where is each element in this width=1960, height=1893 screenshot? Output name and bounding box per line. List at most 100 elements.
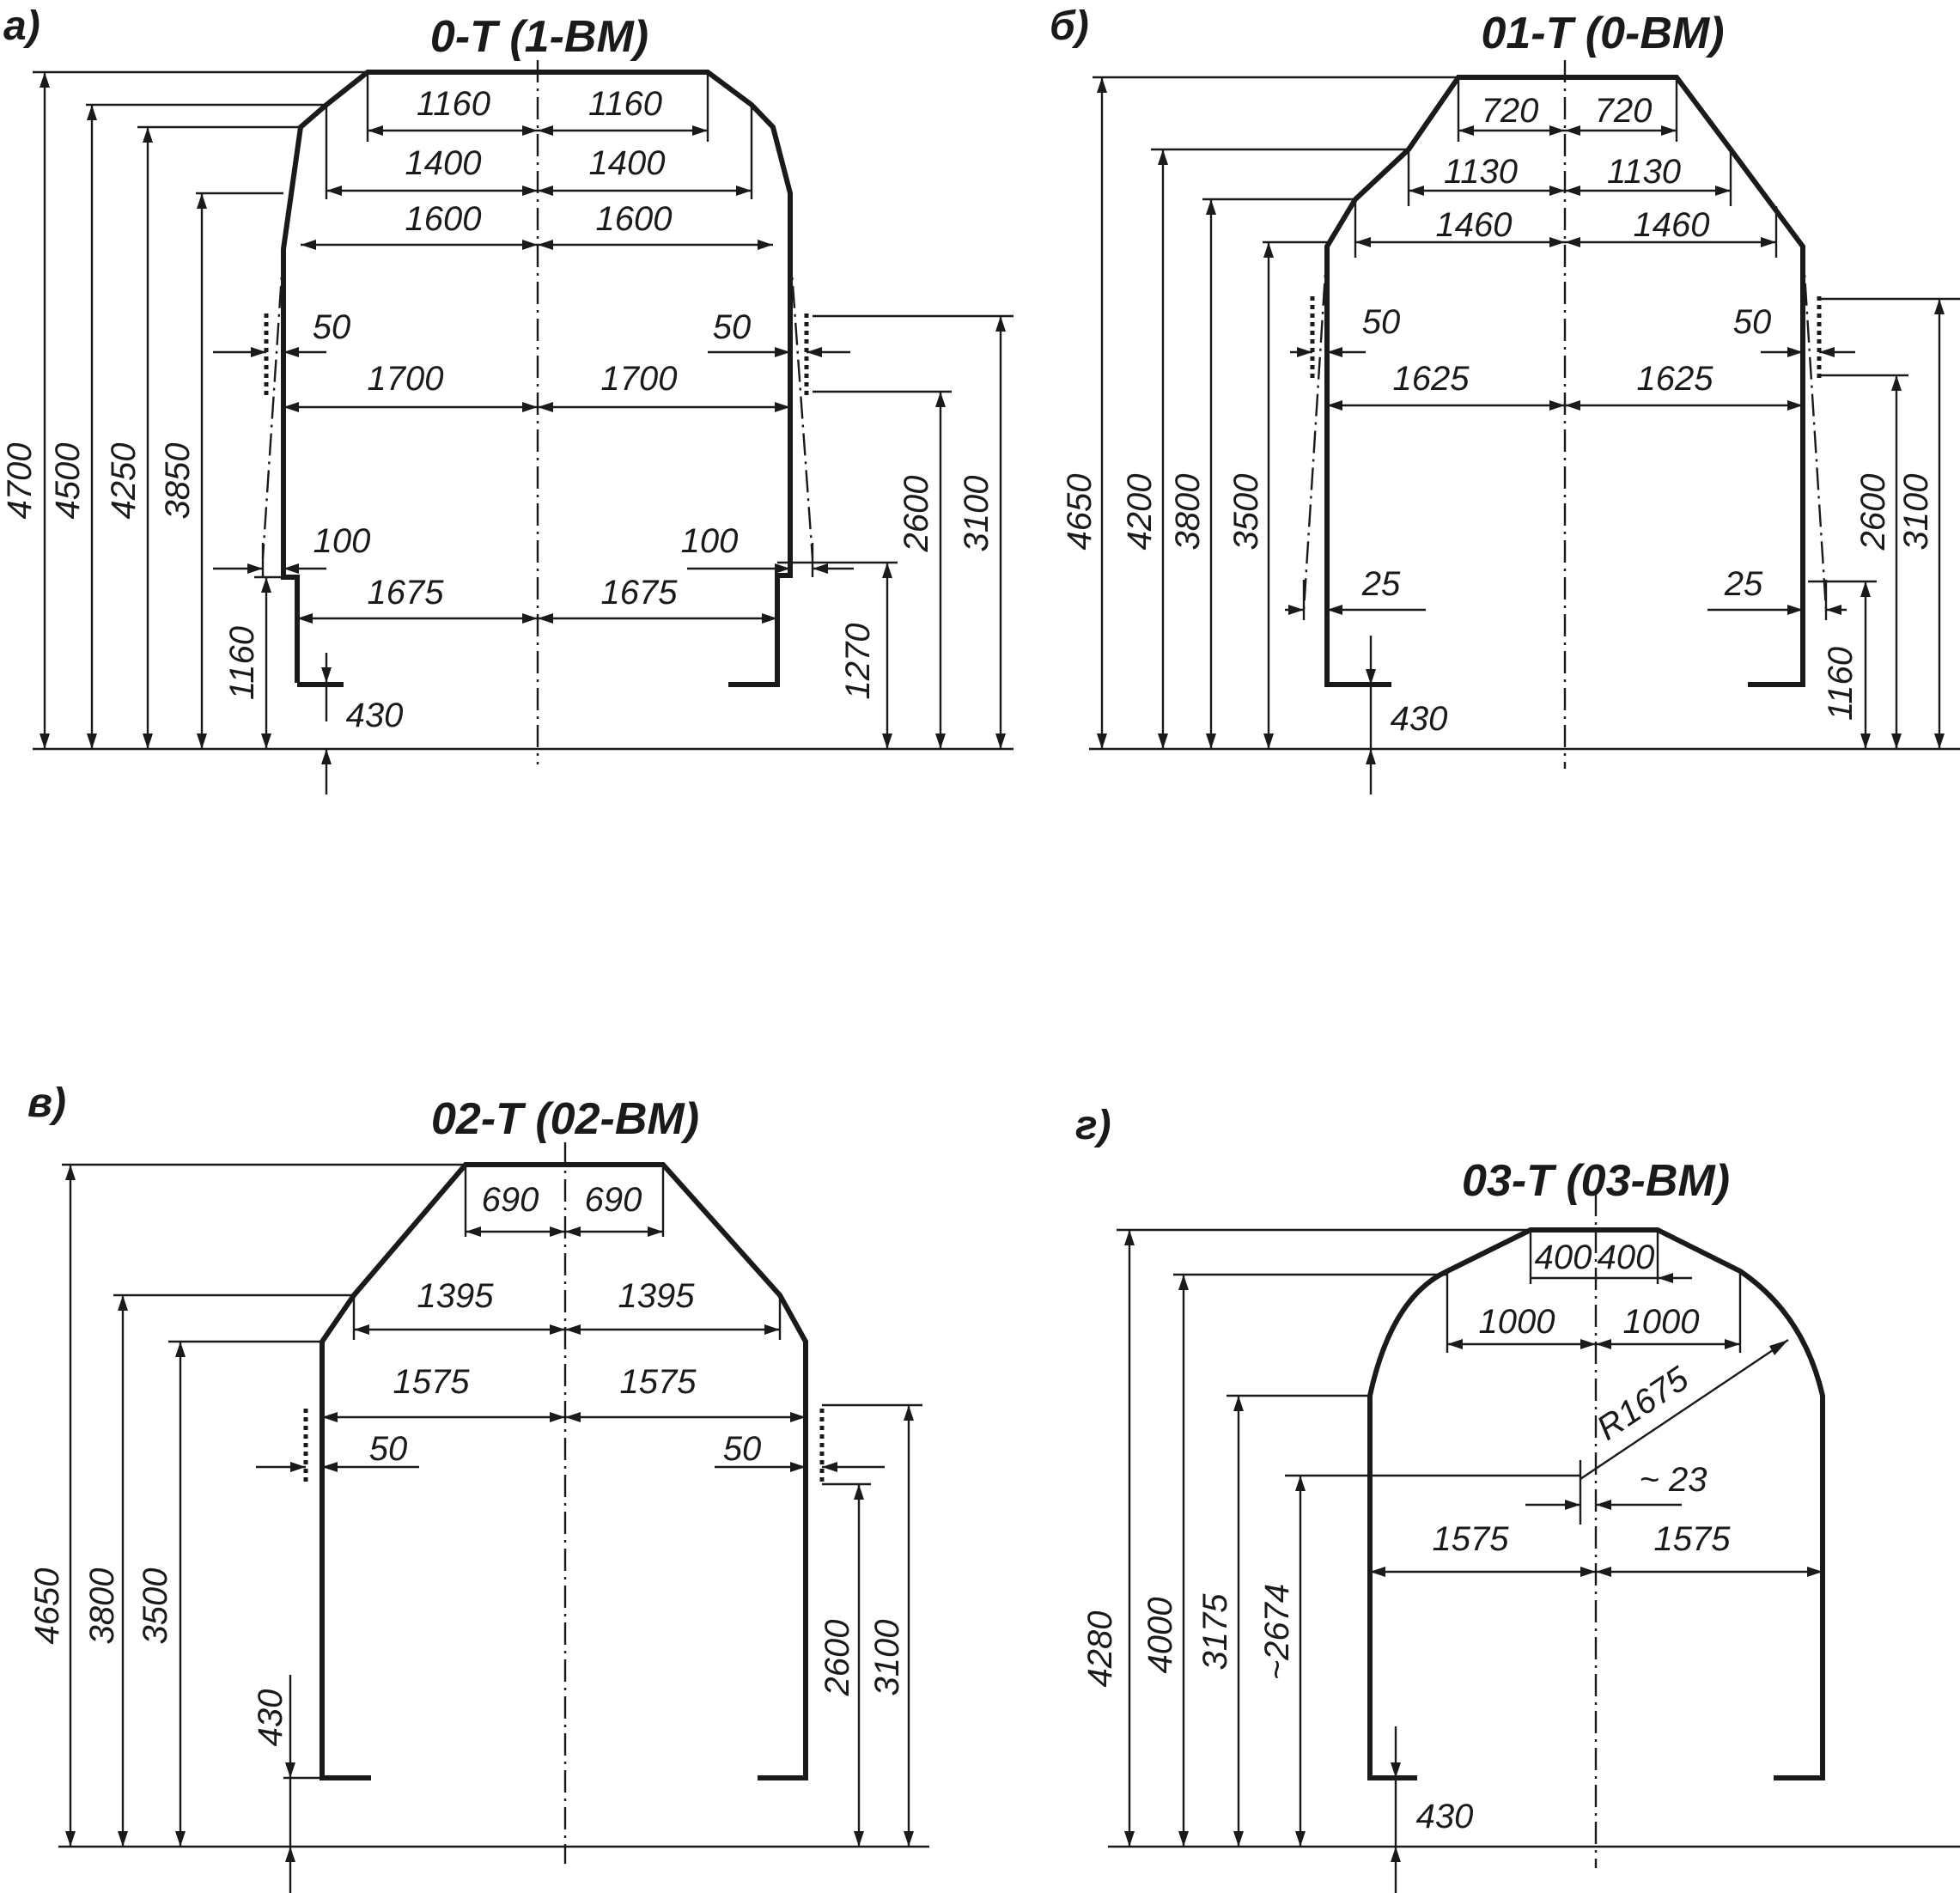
panel-c-dim-4650: 4650 bbox=[28, 1568, 66, 1645]
panel-b-dim-top bbox=[1458, 125, 1677, 136]
panel-b-dim-1460-right: 1460 bbox=[1634, 206, 1710, 244]
panel-b-dim-720-left: 720 bbox=[1482, 92, 1539, 130]
panel-a-dim-1700-left: 1700 bbox=[368, 360, 444, 398]
panel-a-dim-1270: 1270 bbox=[839, 624, 877, 700]
panel-b-vdims-left bbox=[1093, 76, 1458, 794]
panel-b-dim-3500: 3500 bbox=[1227, 474, 1265, 551]
panel-d-dim-mid bbox=[1370, 1567, 1823, 1577]
panel-a-vdims-left bbox=[33, 70, 368, 794]
panel-a-dim-1160: 1160 bbox=[223, 626, 261, 700]
panel-a-dim-1160-left: 1160 bbox=[417, 85, 490, 123]
panel-b-slant-right bbox=[1801, 246, 1828, 611]
panel-d-radius bbox=[1579, 1339, 1789, 1525]
panel-a-dim-mid bbox=[283, 402, 790, 412]
panel-a-slant-right bbox=[788, 248, 814, 559]
panel-a-dim-1675-right: 1675 bbox=[601, 574, 679, 612]
panel-d-dim-23: ~ 23 bbox=[1640, 1461, 1707, 1499]
panel-b: б) 01-T (0-BM) 720 720 1130 1130 bbox=[1050, 3, 1960, 794]
panel-d-dim-4280: 4280 bbox=[1081, 1611, 1119, 1688]
panel-b-dim-25-left: 25 bbox=[1361, 565, 1401, 603]
panel-d-dim-4000: 4000 bbox=[1141, 1598, 1179, 1674]
panel-b-dim-4200: 4200 bbox=[1121, 474, 1159, 551]
panel-b-slant-left bbox=[1302, 246, 1329, 611]
panel-c-dim-2600: 2600 bbox=[819, 1620, 856, 1697]
panel-c-dim-3800: 3800 bbox=[83, 1568, 121, 1645]
panel-a-dim-1700-right: 1700 bbox=[601, 360, 678, 398]
panel-d-gauge-outline bbox=[1367, 1227, 1825, 1780]
panel-b-dim-3100: 3100 bbox=[1897, 474, 1935, 551]
panel-a-vdims-right bbox=[777, 314, 1013, 749]
panel-d-dim-upper bbox=[1447, 1339, 1740, 1349]
panel-c-offset-50-left bbox=[256, 1462, 419, 1472]
panel-d-offset-23 bbox=[1525, 1500, 1682, 1510]
panel-a-dim-shoulder bbox=[301, 240, 773, 250]
panel-d-dim-1000-right: 1000 bbox=[1623, 1303, 1700, 1341]
panel-c-dim-top bbox=[466, 1226, 663, 1237]
panel-c: в) 02-T (02-BM) 690 690 1395 1395 bbox=[27, 1080, 929, 1893]
panel-c-dim-3500: 3500 bbox=[137, 1568, 174, 1645]
panel-a-offset-100-left bbox=[213, 543, 326, 577]
panel-b-dim-50-left: 50 bbox=[1362, 303, 1401, 341]
panel-b-offset-50-right bbox=[1761, 347, 1855, 357]
panel-d-dim-430: 430 bbox=[1416, 1798, 1474, 1835]
panel-a-offset-50-right bbox=[708, 347, 850, 357]
panel-a-dim-top bbox=[368, 125, 708, 136]
panel-c-dim-mid bbox=[322, 1412, 806, 1422]
panel-b-offset-50-left bbox=[1290, 347, 1366, 357]
panel-b-dim-50-right: 50 bbox=[1733, 303, 1772, 341]
panel-d-radius-label: R1675 bbox=[1591, 1360, 1696, 1448]
panel-b-dim-3800: 3800 bbox=[1169, 474, 1207, 551]
panel-a-dim-430: 430 bbox=[346, 697, 404, 734]
panel-b-offset-25-left bbox=[1285, 580, 1426, 620]
panel-a-title: 0-T (1-BM) bbox=[430, 12, 648, 62]
panel-c-dim-1395-left: 1395 bbox=[417, 1277, 495, 1315]
panel-b-dim-1130-right: 1130 bbox=[1607, 153, 1681, 191]
panel-d-dim-1000-left: 1000 bbox=[1479, 1303, 1555, 1341]
panel-b-dim-mid bbox=[1327, 400, 1803, 411]
panel-b-dim-shoulder bbox=[1355, 237, 1776, 247]
panel-a-dim-1675-left: 1675 bbox=[368, 574, 445, 612]
panel-b-vdims-right bbox=[1808, 297, 1960, 749]
panel-d: г) 03-T (03-BM) 400 400 1000 1000 R1675 bbox=[1075, 1103, 1960, 1893]
panel-a-label: а) bbox=[3, 3, 40, 49]
panel-a-dim-1400-left: 1400 bbox=[405, 144, 482, 182]
panel-a-dim-upper bbox=[326, 186, 752, 196]
panel-c-dim-upper bbox=[354, 1324, 780, 1335]
panel-d-dim-top bbox=[1531, 1273, 1692, 1283]
panel-c-vdims-right bbox=[822, 1403, 922, 1847]
panel-a-slant-left bbox=[261, 248, 285, 559]
panel-c-dim-1575-right: 1575 bbox=[620, 1363, 697, 1401]
panel-a-dim-1400-right: 1400 bbox=[589, 144, 666, 182]
panel-a-dim-100-right: 100 bbox=[681, 522, 739, 560]
panel-b-dim-1160: 1160 bbox=[1822, 647, 1860, 721]
panel-b-dim-25-right: 25 bbox=[1724, 565, 1763, 603]
panel-d-dim-1575-left: 1575 bbox=[1433, 1520, 1510, 1558]
panel-c-dim-50-left: 50 bbox=[369, 1430, 408, 1468]
panel-a-dim-50-right: 50 bbox=[713, 308, 752, 346]
panel-b-offset-25-right bbox=[1707, 580, 1847, 620]
panel-d-vdims-left bbox=[1117, 1228, 1580, 1893]
panel-c-dim-690-left: 690 bbox=[482, 1181, 539, 1219]
panel-b-title: 01-T (0-BM) bbox=[1481, 9, 1724, 58]
panel-b-label: б) bbox=[1050, 3, 1089, 49]
panel-d-dim-400-right: 400 bbox=[1598, 1239, 1655, 1276]
panel-a-dim-4500: 4500 bbox=[49, 443, 87, 520]
panel-b-dim-1130-left: 1130 bbox=[1444, 153, 1518, 191]
panel-a-dim-4250: 4250 bbox=[105, 443, 143, 520]
panel-b-dim-4650: 4650 bbox=[1061, 474, 1099, 551]
panel-a-dim-3850: 3850 bbox=[159, 443, 197, 520]
panel-c-vdims-left bbox=[62, 1163, 466, 1893]
panel-a-offset-50-left bbox=[213, 347, 326, 357]
panel-c-label: в) bbox=[27, 1080, 66, 1126]
panel-d-dim-400-left: 400 bbox=[1535, 1239, 1592, 1276]
panel-a-dim-1600-left: 1600 bbox=[405, 200, 482, 238]
panel-c-gauge-outline bbox=[320, 1162, 808, 1780]
panel-c-dim-3100: 3100 bbox=[868, 1620, 906, 1696]
panel-a-dim-low bbox=[297, 613, 777, 624]
panel-c-dim-50-right: 50 bbox=[723, 1430, 762, 1468]
panel-d-dim-1575-right: 1575 bbox=[1654, 1520, 1732, 1558]
panel-c-title: 02-T (02-BM) bbox=[431, 1094, 699, 1144]
panel-a-dim-2600: 2600 bbox=[898, 476, 935, 553]
panel-c-dim-690-right: 690 bbox=[585, 1181, 642, 1219]
